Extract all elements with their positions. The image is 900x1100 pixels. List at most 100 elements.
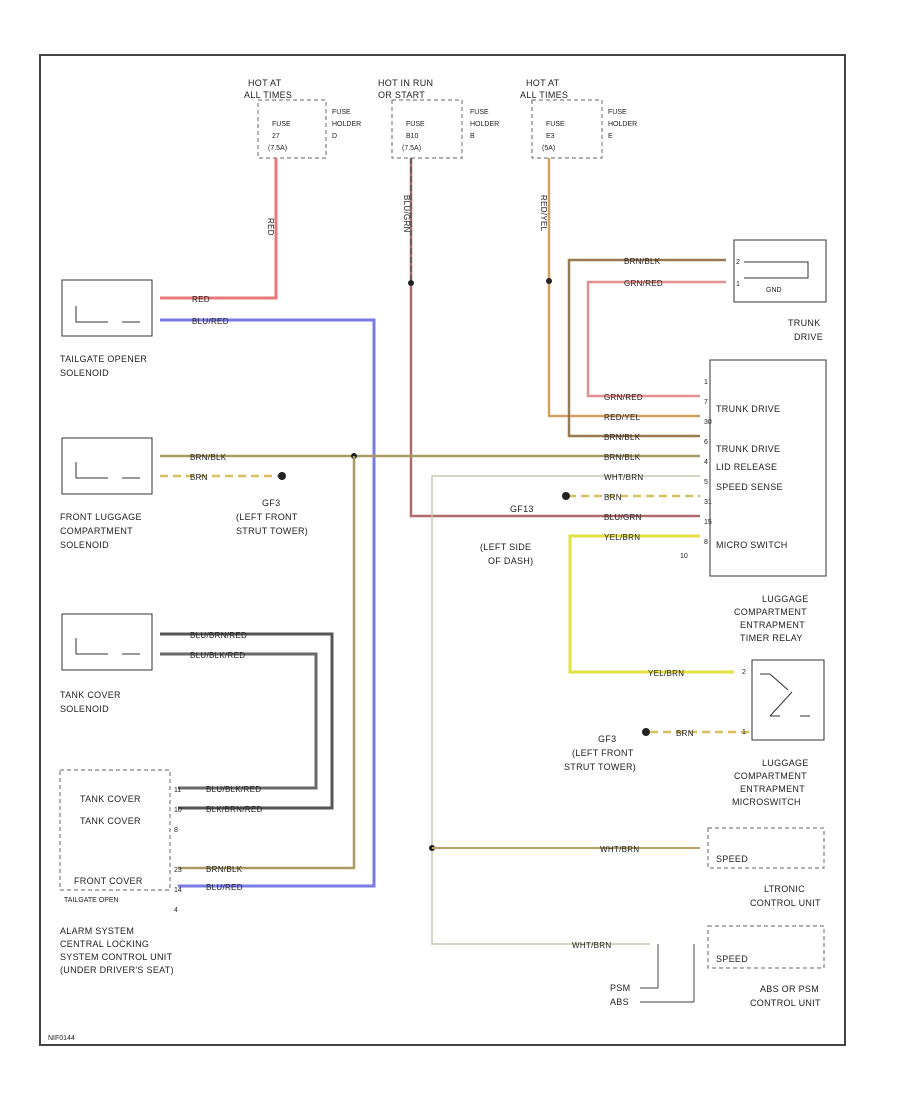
tank-label-1: TANK COVER — [60, 690, 121, 700]
ground-front-desc-1: (LEFT FRONT — [236, 512, 298, 522]
alarm-label-2: CENTRAL LOCKING — [60, 939, 149, 949]
wire-label-yel-brn-switch: YEL/BRN — [648, 669, 684, 678]
wire-label-alarm-tank-1: BLU/BLK/RED — [206, 785, 261, 794]
abs-speed: SPEED — [716, 954, 748, 964]
wire-red-yel — [547, 158, 700, 418]
wire-label-grn-red-relay: GRN/RED — [604, 393, 643, 402]
fuse-e-number: E3 — [546, 133, 555, 140]
fuse-b-holder-3: B — [470, 133, 475, 140]
wire-grn-red-trunk — [586, 280, 726, 398]
fuse-d-holder-3: D — [332, 133, 337, 140]
svg-text:10: 10 — [174, 807, 182, 814]
svg-text:6: 6 — [704, 439, 708, 446]
trunk-drive-gnd: GND — [766, 287, 782, 294]
wire-label-blu-grn-relay: BLU/GRN — [604, 513, 642, 522]
front-luggage-solenoid: FRONT LUGGAGE COMPARTMENT SOLENOID GF3 (… — [60, 437, 308, 550]
fuse-b-label: FUSE — [406, 121, 425, 128]
ground-dash-id: GF13 — [510, 504, 534, 514]
tailgate-label-1: TAILGATE OPENER — [60, 354, 147, 364]
fuse-d-number: 27 — [272, 133, 280, 140]
microswitch-label-2: COMPARTMENT — [734, 771, 807, 781]
fuse-d-holder-1: FUSE — [332, 109, 351, 116]
ltronic-speed: SPEED — [716, 854, 748, 864]
footer-code: NIF0144 — [48, 1035, 75, 1042]
front-lug-box — [61, 437, 153, 495]
wire-label-brn-dash: BRN — [604, 493, 622, 502]
ltronic-label-1: LTRONIC — [764, 884, 805, 894]
fuse-b-rating: (7.5A) — [402, 145, 421, 152]
ltronic-label-2: CONTROL UNIT — [750, 898, 821, 908]
wire-wht-brn-speed — [431, 475, 700, 945]
fuse-b-hot-line2: OR START — [378, 90, 425, 100]
front-lug-label-3: SOLENOID — [60, 540, 109, 550]
svg-text:5: 5 — [704, 479, 708, 486]
wire-label-red-yel-relay: RED/YEL — [604, 413, 641, 422]
relay-pin-micro-switch: MICRO SWITCH — [716, 540, 788, 550]
microswitch-label-4: MICROSWITCH — [732, 797, 801, 807]
wire-label-blu-red-top: BLU/RED — [192, 317, 229, 326]
fuse-b-box — [391, 99, 463, 159]
wire-label-front-cover: BRN/BLK — [206, 865, 243, 874]
wire-brn-blk-trunk — [567, 258, 726, 438]
microswitch-label-1: LUGGAGE — [762, 758, 809, 768]
svg-text:23: 23 — [174, 867, 182, 874]
fuse-b-number: B10 — [406, 133, 419, 140]
wire-label-red: RED — [192, 295, 210, 304]
ground-gf3-front — [278, 472, 286, 480]
front-lug-label-1: FRONT LUGGAGE — [60, 512, 142, 522]
ltronic-control-unit: SPEED LTRONIC CONTROL UNIT — [707, 827, 825, 908]
ground-switch-desc-2: STRUT TOWER) — [564, 762, 636, 772]
fuse-e-hot-line1: HOT AT — [526, 78, 560, 88]
fuse-b-holder-2: HOLDER — [470, 121, 499, 128]
alarm-pin-tank-1: TANK COVER — [80, 794, 141, 804]
ground-switch-desc-1: (LEFT FRONT — [572, 748, 634, 758]
wire-blu-red — [160, 318, 376, 888]
trunk-drive-label-1: TRUNK — [788, 318, 821, 328]
alarm-control-unit: TANK COVER TANK COVER FRONT COVER TAILGA… — [59, 769, 182, 975]
abs-label-1: ABS OR PSM — [760, 984, 819, 994]
wire-label-alarm-tank-2: BLK/BRN/RED — [206, 805, 263, 814]
wire-label-blu-red-bottom: BLU/RED — [206, 883, 243, 892]
wire-brn-blk-alarm — [178, 456, 356, 870]
svg-text:30: 30 — [704, 419, 712, 426]
wire-blu-blk-red — [160, 652, 318, 790]
abs-psm-control-unit: SPEED PSM ABS ABS OR PSM CONTROL UNIT — [610, 925, 825, 1008]
svg-text:4: 4 — [704, 459, 708, 466]
relay-label-4: TIMER RELAY — [740, 633, 803, 643]
fuse-b-holder-1: FUSE — [470, 109, 489, 116]
entrapment-microswitch: 2 1 LUGGAGE COMPARTMENT ENTRAPMENT MICRO… — [564, 659, 825, 807]
relay-pin-lid-release: LID RELEASE — [716, 462, 777, 472]
relay-label-2: COMPARTMENT — [734, 607, 807, 617]
trunk-drive: GND 2 1 TRUNK DRIVE — [733, 239, 827, 342]
wire-label-brn-blk-relay: BRN/BLK — [604, 433, 641, 442]
fuse-e-holder-1: FUSE — [608, 109, 627, 116]
splice-fuse-e — [546, 278, 552, 284]
fuse-d-hot-line2: ALL TIMES — [244, 90, 292, 100]
tank-box — [61, 613, 153, 671]
wire-label-grn-red-trunk: GRN/RED — [624, 279, 663, 288]
svg-text:8: 8 — [174, 827, 178, 834]
wire-blu-brn-red — [160, 632, 334, 810]
wire-label-speed-sense: WHT/BRN — [604, 473, 643, 482]
trunk-drive-label-2: DRIVE — [794, 332, 823, 342]
wire-label-tank-1: BLU/BRN/RED — [190, 631, 247, 640]
ground-front-desc-2: STRUT TOWER) — [236, 526, 308, 536]
wire-label-yel-brn-relay: YEL/BRN — [604, 533, 640, 542]
alarm-label-4: (UNDER DRIVER'S SEAT) — [60, 965, 174, 975]
wire-label-ltronic: WHT/BRN — [600, 845, 639, 854]
svg-text:1: 1 — [736, 281, 740, 288]
fuse-e-holder-3: E — [608, 133, 613, 140]
tank-cover-solenoid: TANK COVER SOLENOID — [60, 613, 153, 714]
wire-red — [160, 158, 278, 300]
front-lug-label-2: COMPARTMENT — [60, 526, 133, 536]
wire-label-abs: WHT/BRN — [572, 941, 611, 950]
fuse-d-rating: (7.5A) — [268, 145, 287, 152]
wire-label-lid-release: BRN/BLK — [604, 453, 641, 462]
splice-fuse-b — [408, 280, 414, 286]
ground-front-id: GF3 — [262, 498, 280, 508]
alarm-box — [59, 769, 171, 891]
wire-label-brn-front: BRN — [190, 473, 208, 482]
tailgate-box — [61, 279, 153, 337]
psm-label: PSM — [610, 983, 630, 993]
